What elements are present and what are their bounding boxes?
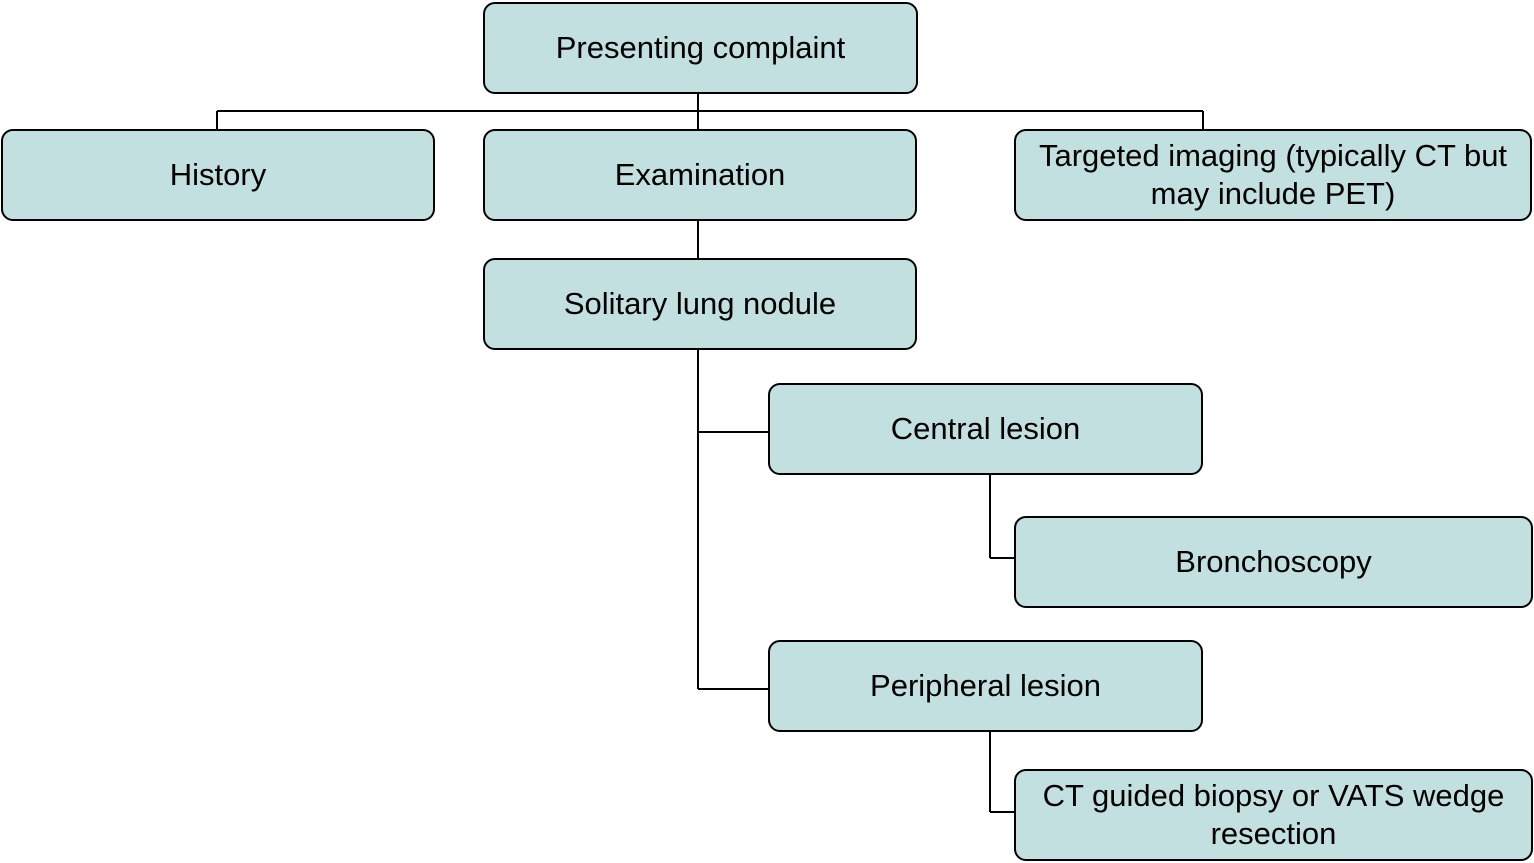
node-ct-guided-biopsy: CT guided biopsy or VATS wedge resection [1014,769,1533,861]
node-presenting-complaint-label: Presenting complaint [555,30,846,65]
node-ct-guided-biopsy-label: CT guided biopsy or VATS wedge resection [1042,778,1505,851]
node-history-label: History [169,157,267,192]
node-bronchoscopy-label: Bronchoscopy [1175,544,1372,579]
node-bronchoscopy: Bronchoscopy [1014,516,1533,608]
node-targeted-imaging: Targeted imaging (typically CT but may i… [1014,129,1532,221]
node-central-lesion-label: Central lesion [890,411,1081,446]
node-targeted-imaging-label: Targeted imaging (typically CT but may i… [1038,138,1508,211]
node-presenting-complaint: Presenting complaint [483,2,918,94]
node-peripheral-lesion: Peripheral lesion [768,640,1203,732]
node-examination: Examination [483,129,917,221]
node-solitary-lung-nodule-label: Solitary lung nodule [563,286,837,321]
node-examination-label: Examination [614,157,786,192]
node-solitary-lung-nodule: Solitary lung nodule [483,258,917,350]
node-central-lesion: Central lesion [768,383,1203,475]
node-history: History [1,129,435,221]
node-peripheral-lesion-label: Peripheral lesion [870,668,1101,703]
